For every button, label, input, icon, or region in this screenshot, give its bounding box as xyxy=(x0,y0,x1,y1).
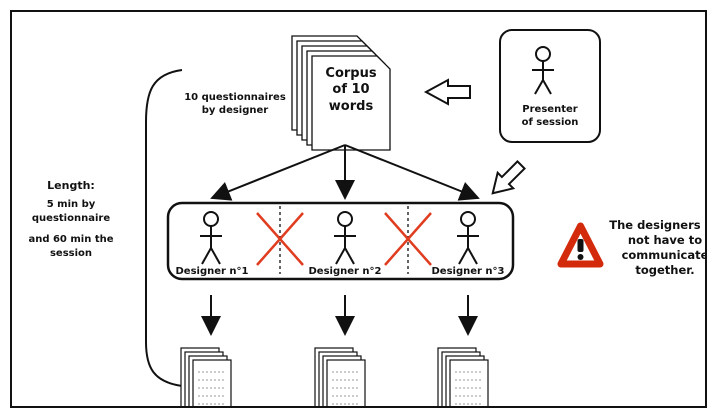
no-communication-cross-1-icon xyxy=(256,212,304,266)
designer-1-label: Designer n°1 xyxy=(175,266,249,277)
questionnaire-stack-1-icon xyxy=(180,347,232,406)
questionnaires-note: 10 questionnaires by designer xyxy=(176,92,294,117)
warning-text: The designers do not have to communicate… xyxy=(608,218,707,278)
diagram-frame: Corpus of 10 words 10 questionnaires by … xyxy=(10,10,707,408)
hollow-arrow-left-icon xyxy=(423,78,471,106)
diagram-canvas xyxy=(145,29,604,406)
designer-2-label: Designer n°2 xyxy=(308,266,382,277)
warning-line-2: not have to xyxy=(627,232,703,247)
distribution-arrows xyxy=(210,144,480,201)
presenter-line-1: Presenter xyxy=(522,104,578,115)
designer-3-label: Designer n°3 xyxy=(431,266,505,277)
designer-1-figure-icon xyxy=(200,211,222,265)
presenter-figure-icon xyxy=(532,46,554,95)
length-note-title: Length: xyxy=(47,179,95,192)
warning-line-4: together. xyxy=(635,262,695,277)
corpus-document-stack-icon xyxy=(291,35,391,151)
length-bracket xyxy=(145,69,183,387)
questionnaire-stack-3-icon xyxy=(437,347,489,406)
hollow-arrow-diagonal-icon xyxy=(491,160,526,195)
corpus-line-3: words xyxy=(328,98,374,114)
output-arrows xyxy=(201,295,478,336)
designer-3-figure-icon xyxy=(457,211,479,265)
warning-line-1: The designers do xyxy=(609,218,705,232)
length-note-line-1: 5 min by xyxy=(46,198,96,210)
warning-triangle-icon xyxy=(557,222,604,268)
length-note-line-2: questionnaire xyxy=(31,213,111,225)
presenter-line-2: of session xyxy=(521,116,579,128)
corpus-label: Corpus of 10 words xyxy=(316,66,386,115)
corpus-line-1: Corpus xyxy=(325,66,377,81)
length-note-line-3: and 60 min the xyxy=(28,233,114,245)
warning-line-3: communicate xyxy=(621,247,707,262)
no-communication-cross-2-icon xyxy=(384,212,432,266)
length-note: Length: 5 min by questionnaire and 60 mi… xyxy=(16,178,126,262)
questionnaires-note-line-1: 10 questionnaires xyxy=(184,92,286,103)
questionnaire-stack-2-icon xyxy=(314,347,366,406)
length-note-line-4: session xyxy=(49,248,93,260)
corpus-line-2: of 10 xyxy=(332,82,370,98)
presenter-box xyxy=(499,29,601,143)
designer-2-figure-icon xyxy=(334,211,356,265)
presenter-label: Presenter of session xyxy=(500,104,600,129)
questionnaires-note-line-2: by designer xyxy=(201,104,269,116)
